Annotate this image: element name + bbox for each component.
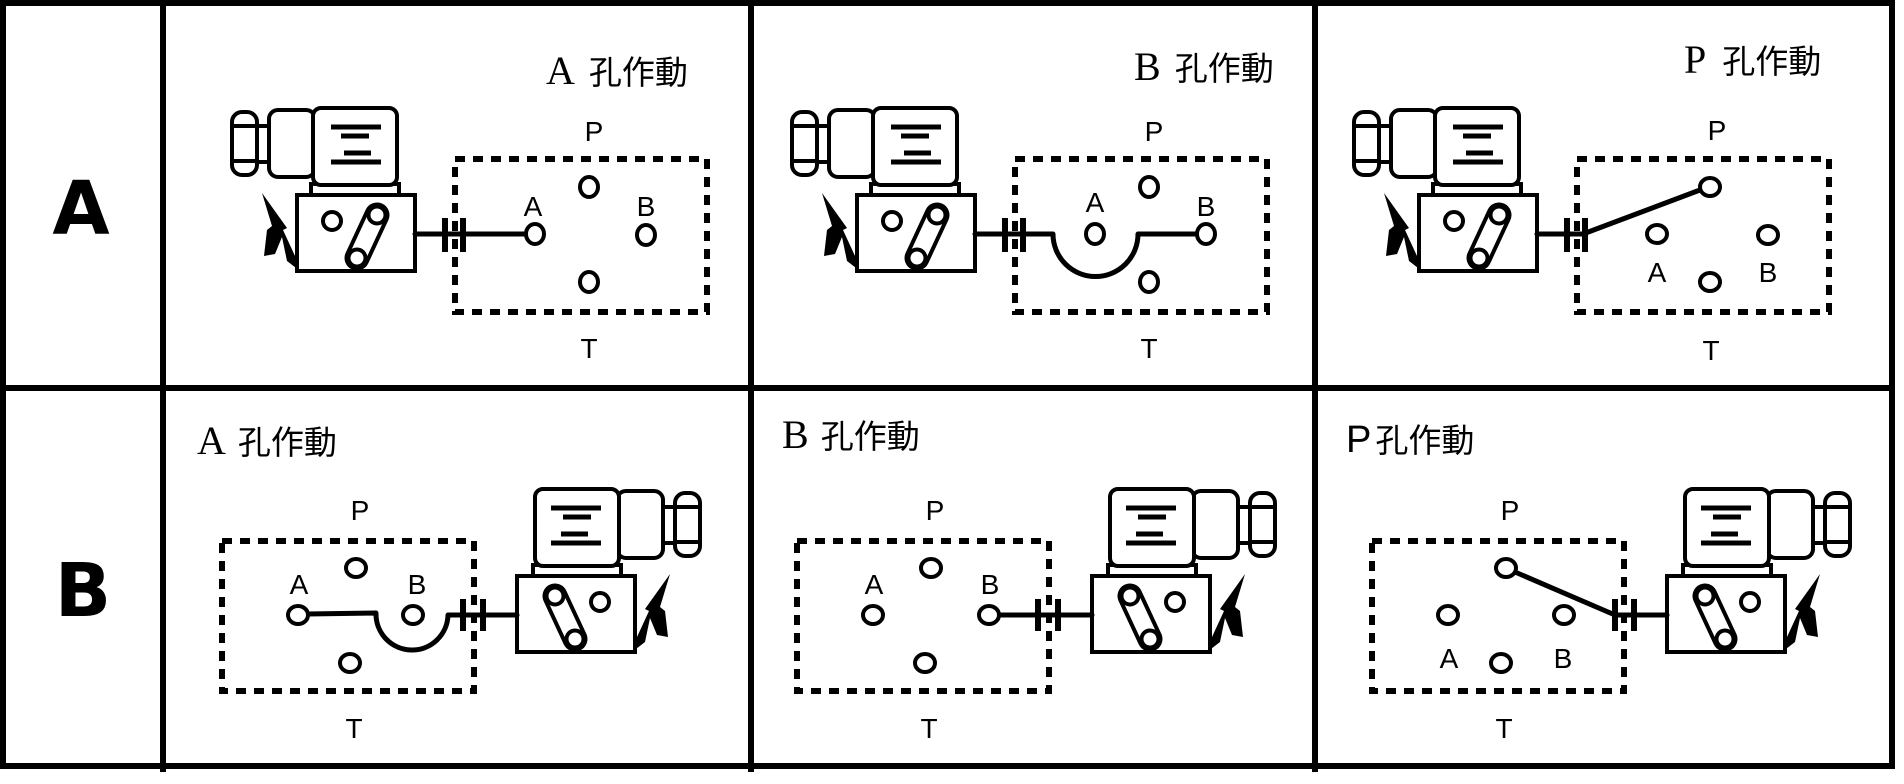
port-b-icon	[1552, 604, 1576, 626]
port-block-outline	[452, 156, 710, 315]
port-b-icon	[1195, 222, 1217, 246]
port-p-icon	[1138, 175, 1160, 199]
port-label-a: A	[1648, 257, 1667, 288]
port-label-a: A	[865, 569, 884, 600]
cell-title: A 孔作動	[197, 418, 337, 463]
flow-path	[304, 610, 520, 653]
port-block-outline	[1574, 156, 1832, 315]
port-block-outline	[1012, 156, 1270, 315]
cell-title: P 孔作動	[1684, 37, 1821, 82]
port-label-b: B	[408, 569, 427, 600]
port-p-icon	[1494, 557, 1518, 579]
solenoid-valve-icon	[1354, 108, 1537, 271]
port-a-icon	[861, 604, 885, 626]
port-t-icon	[1138, 270, 1160, 294]
solenoid-valve-icon	[232, 108, 415, 271]
port-label-t: T	[1495, 713, 1512, 744]
port-label-p: P	[585, 116, 604, 147]
port-p-icon	[578, 175, 600, 199]
port-label-a: A	[1440, 643, 1459, 674]
cell-title-port: B	[1134, 44, 1161, 89]
port-a-icon	[524, 222, 546, 246]
port-label-t: T	[1702, 335, 1719, 366]
cell-title-port: P	[1346, 419, 1371, 461]
cell-row-a-b-port: B 孔作動 P A B T	[792, 44, 1274, 364]
cell-row-a-p-port: P 孔作動 P A B T	[1354, 37, 1832, 366]
port-label-p: P	[1501, 495, 1520, 526]
port-label-a: A	[1086, 187, 1105, 218]
cell-title-action: 孔作動	[1722, 42, 1821, 81]
port-a-icon	[1084, 222, 1106, 246]
cell-title: B 孔作動	[782, 412, 920, 457]
flow-path	[1512, 569, 1670, 618]
port-label-b: B	[981, 569, 1000, 600]
port-label-p: P	[1145, 116, 1164, 147]
port-label-t: T	[920, 713, 937, 744]
solenoid-valve-icon	[517, 489, 700, 652]
cell-title-action: 孔作動	[821, 417, 920, 456]
port-label-a: A	[290, 569, 309, 600]
port-label-p: P	[351, 495, 370, 526]
cell-title-port: P	[1684, 37, 1706, 82]
cell-title-action: 孔作動	[1175, 49, 1274, 88]
cell-title-port: B	[782, 412, 809, 457]
cell-title-port: A	[546, 48, 575, 93]
port-label-a: A	[524, 191, 543, 222]
port-t-icon	[1698, 271, 1722, 293]
port-a-icon	[286, 604, 310, 626]
solenoid-valve-icon	[1667, 489, 1850, 652]
cell-row-a-a-port: A 孔作動 P A B T	[232, 48, 710, 364]
row-label-b: B	[55, 548, 111, 634]
port-label-b: B	[637, 191, 656, 222]
cell-title-port: A	[197, 418, 226, 463]
port-t-icon	[578, 270, 600, 294]
port-a-icon	[1645, 223, 1669, 245]
port-b-icon	[977, 604, 1001, 626]
port-label-p: P	[926, 495, 945, 526]
cell-row-b-a-port: A 孔作動 P A B T	[197, 418, 700, 744]
flow-path	[972, 231, 1199, 279]
flow-path	[1534, 187, 1703, 237]
port-label-t: T	[345, 713, 362, 744]
port-label-b: B	[1759, 257, 1778, 288]
cell-title-action: 孔作動	[238, 423, 337, 462]
cell-title: B 孔作動	[1134, 44, 1274, 89]
cell-title-action: 孔作動	[1375, 421, 1474, 460]
solenoid-valve-icon	[1092, 489, 1275, 652]
port-b-icon	[1756, 224, 1780, 246]
port-label-b: B	[1197, 191, 1216, 222]
port-p-icon	[344, 557, 368, 579]
port-label-b: B	[1554, 643, 1573, 674]
row-label-a: A	[52, 166, 109, 252]
port-label-p: P	[1708, 115, 1727, 146]
port-b-icon	[635, 223, 657, 247]
port-label-t: T	[580, 333, 597, 364]
port-t-icon	[1489, 652, 1513, 674]
port-a-icon	[1436, 604, 1460, 626]
port-p-icon	[919, 557, 943, 579]
cell-row-b-b-port: B 孔作動 P A B T	[782, 412, 1275, 744]
port-b-icon	[401, 604, 425, 626]
port-t-icon	[338, 652, 362, 674]
solenoid-valve-icon	[792, 108, 975, 271]
cell-title-action: 孔作動	[589, 53, 688, 92]
port-label-t: T	[1140, 333, 1157, 364]
outer-border	[0, 0, 1895, 769]
port-t-icon	[913, 652, 937, 674]
cell-title: A 孔作動	[546, 48, 688, 93]
port-p-icon	[1698, 176, 1722, 198]
